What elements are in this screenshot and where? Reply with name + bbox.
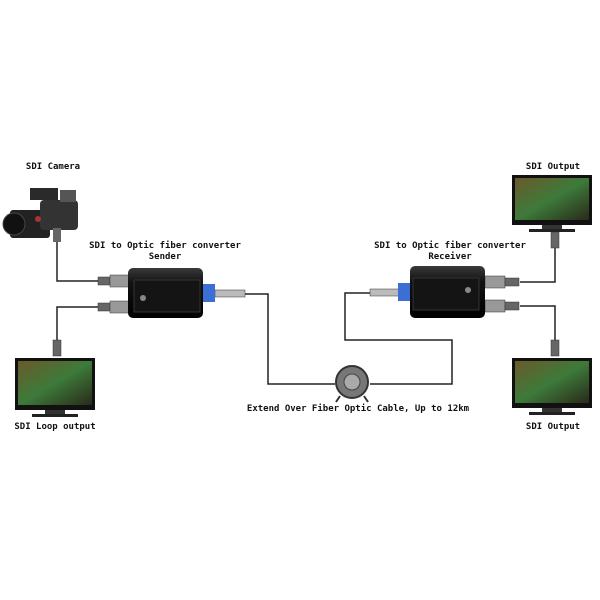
loop-output-label: SDI Loop output [14, 422, 96, 432]
sender-role: Sender [148, 252, 182, 262]
receiver-device-icon [398, 266, 485, 318]
receiver-role: Receiver [428, 252, 472, 262]
loop-cable [56, 306, 100, 342]
sender-device-icon [128, 268, 215, 318]
camera-icon [2, 188, 78, 242]
output-bottom-label: SDI Output [525, 422, 581, 432]
fiber-cable-sender [245, 293, 335, 385]
camera-cable [56, 240, 100, 282]
connectors [52, 231, 560, 357]
receiver-title: SDI to Optic fiber converter [374, 241, 526, 251]
fiber-reel-icon [335, 365, 369, 403]
sender-title: SDI to Optic fiber converter [89, 241, 241, 251]
cables [56, 240, 556, 385]
monitor-output-top-icon [512, 175, 592, 232]
monitor-output-bottom-icon [512, 358, 592, 415]
output-top-cable [520, 248, 556, 283]
fiber-cable-receiver [344, 292, 453, 385]
fiber-cable-label: Extend Over Fiber Optic Cable, Up to 12k… [246, 404, 470, 414]
camera-label: SDI Camera [25, 162, 81, 172]
monitor-loop-icon [15, 358, 95, 417]
output-bottom-cable [520, 305, 556, 342]
output-top-label: SDI Output [525, 162, 581, 172]
